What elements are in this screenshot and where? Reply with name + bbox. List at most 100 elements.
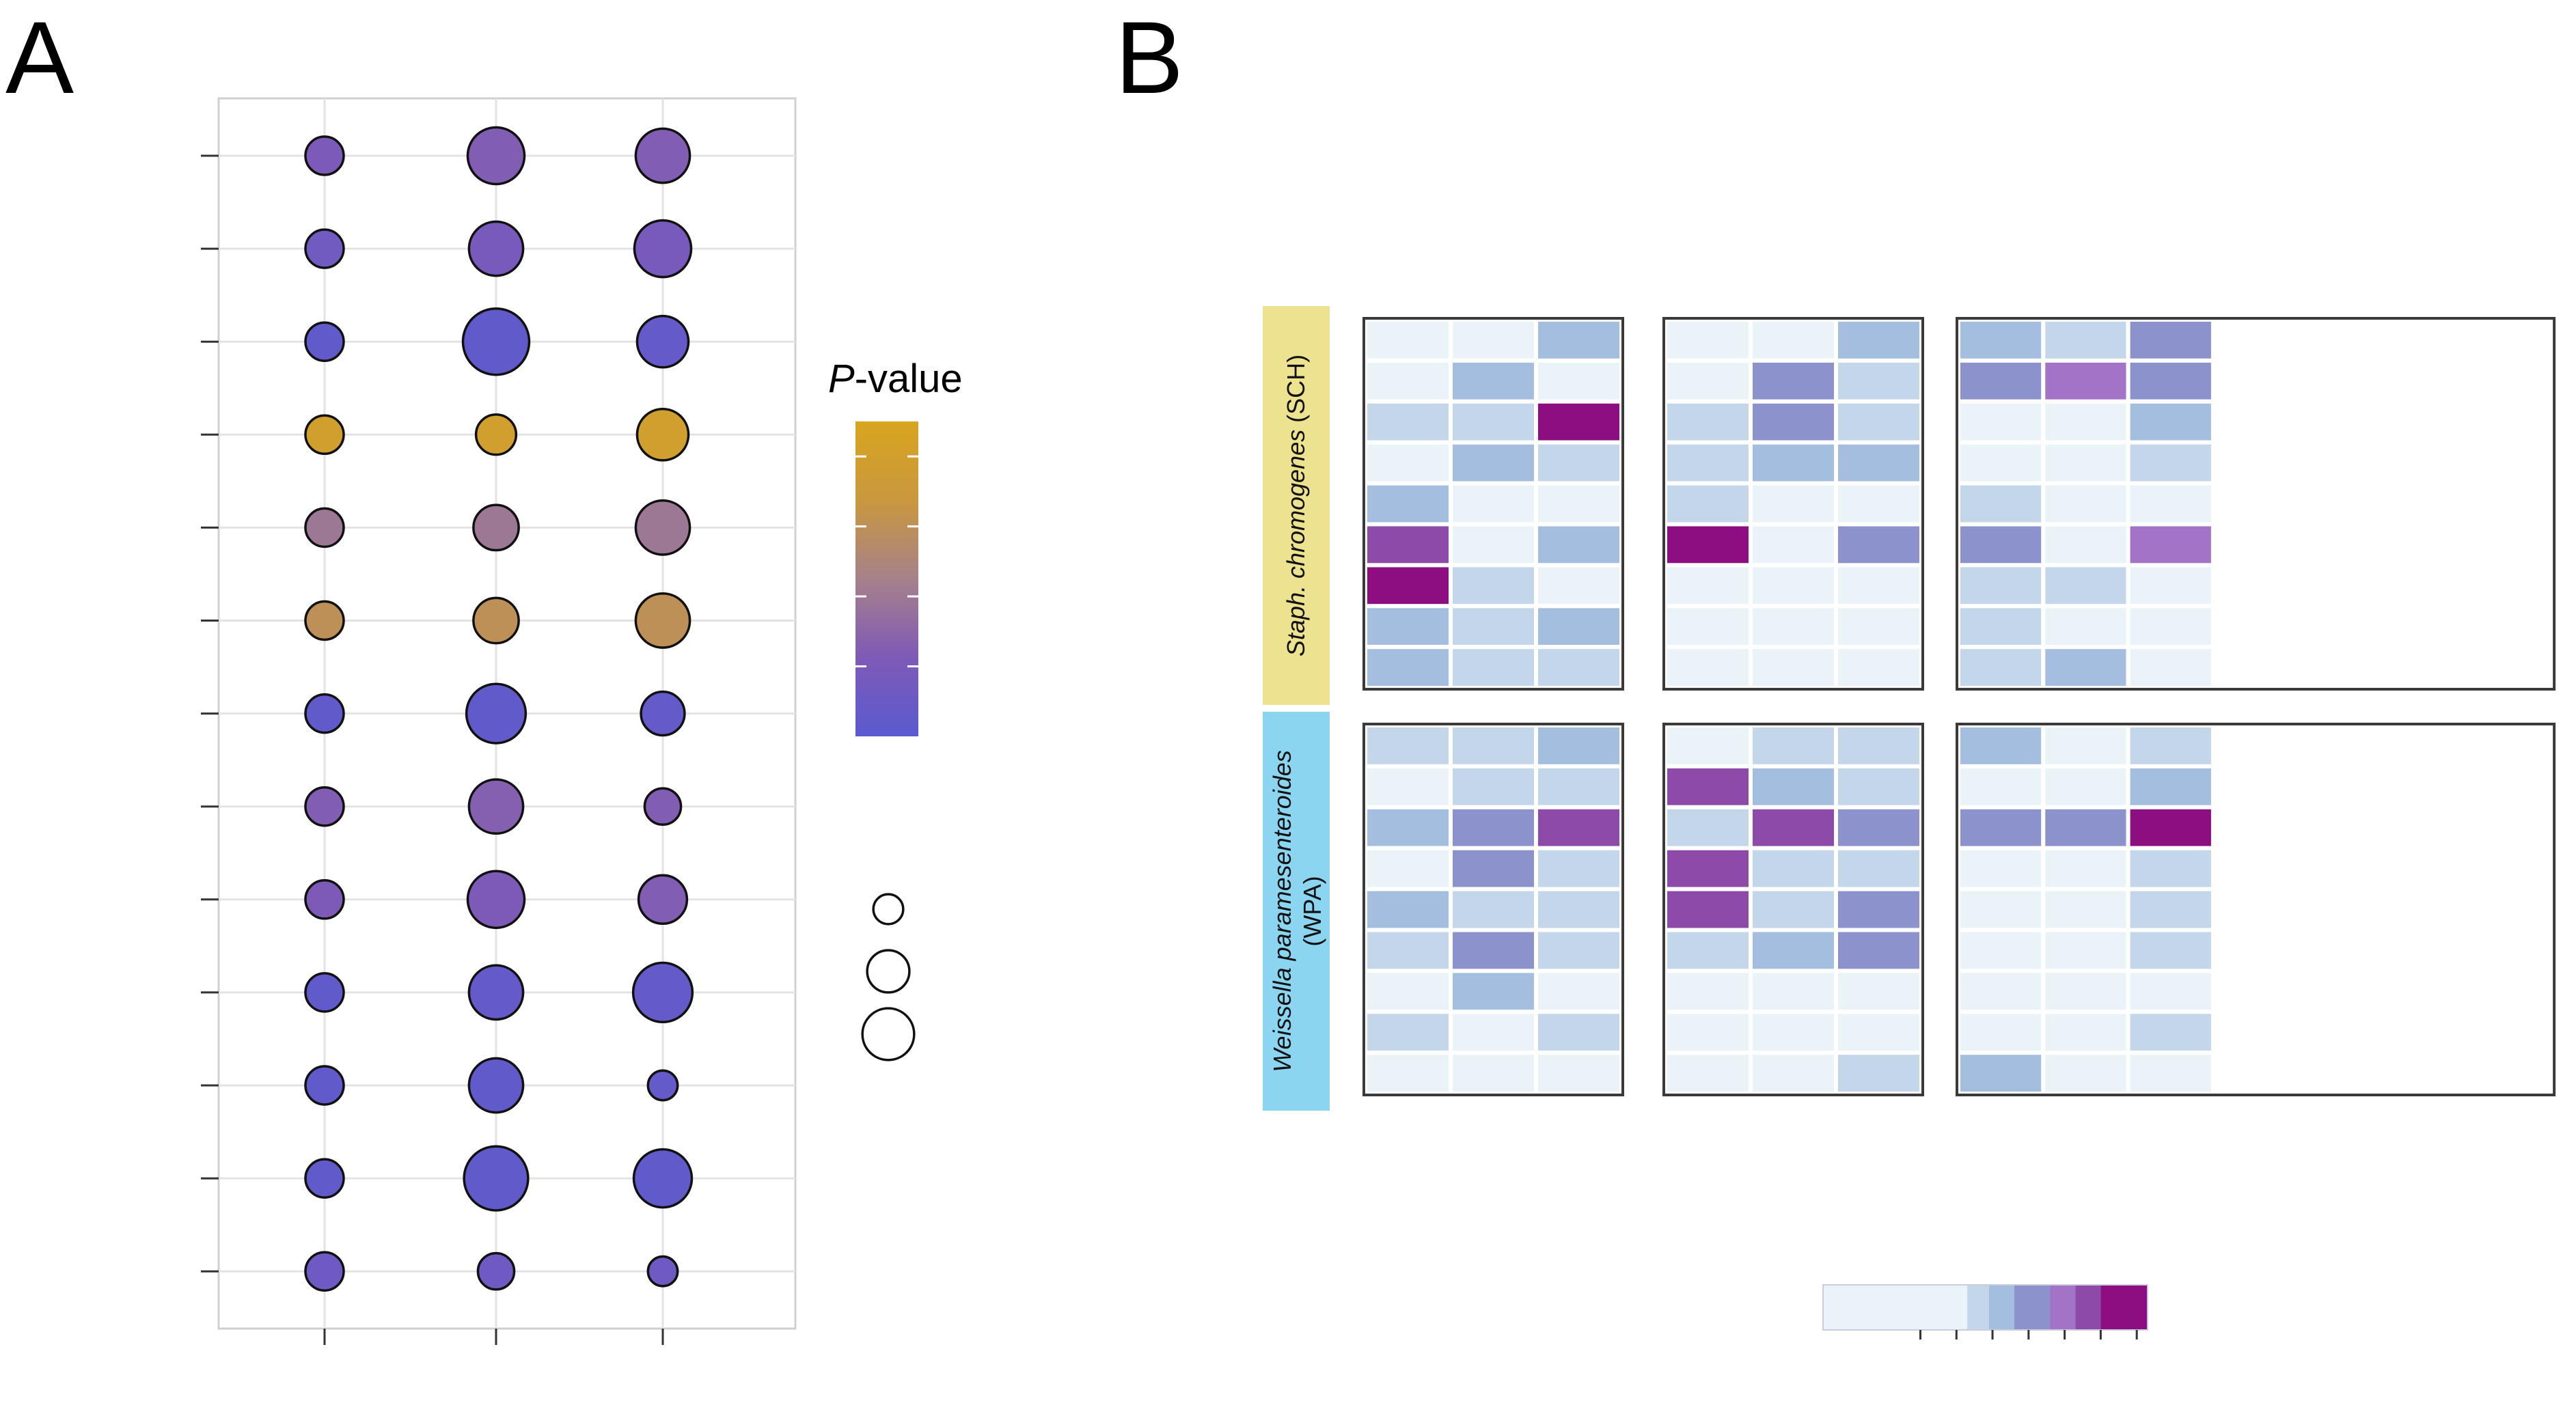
heatmap-cell	[1449, 399, 1538, 445]
heatmap-legend-bin	[1823, 1285, 1968, 1330]
bubble-tlr1-ctrl	[304, 321, 345, 362]
heatmap-cell	[2041, 764, 2130, 809]
bubble-chart-panel	[201, 97, 797, 1345]
heatmap-cell	[1449, 522, 1538, 568]
row-block-label: Staph. chromogenes (SCH)	[1282, 355, 1310, 656]
heatmap-cell	[1956, 1051, 2046, 1096]
bubble-casp9-wpa	[643, 787, 683, 827]
heatmap-cell	[1449, 1010, 1538, 1055]
heatmap-cell	[1363, 969, 1453, 1014]
heatmap-cell	[2126, 969, 2215, 1014]
heatmap-cell	[1834, 969, 1923, 1014]
heatmap-cell	[1749, 846, 1838, 891]
heatmap-cell	[1534, 604, 1623, 650]
heatmap-cell	[1363, 440, 1453, 486]
heatmap-cell	[1956, 358, 2046, 404]
heatmap-cell	[1834, 645, 1923, 691]
heatmap-cell	[1749, 318, 1838, 363]
heatmap-cell	[1749, 805, 1838, 850]
heatmap-legend-bin	[1967, 1285, 1989, 1330]
heatmap-cell	[2041, 887, 2130, 932]
group-frame	[1956, 317, 2556, 691]
group-frame	[1662, 317, 1924, 691]
heatmap-cell	[2126, 1051, 2215, 1096]
heatmap-cell	[1363, 805, 1453, 850]
bubble-casp9-sch	[467, 778, 525, 835]
bubble-tlr6-wpa	[634, 127, 691, 184]
bubble-tlr2-wpa	[633, 219, 693, 279]
heatmap-cell	[1956, 481, 2046, 527]
heatmap-cell	[2126, 399, 2215, 445]
heatmap-cell	[1363, 358, 1453, 404]
heatmap-cell	[1449, 887, 1538, 932]
heatmap-cell	[1449, 358, 1538, 404]
heatmap-cell	[1534, 399, 1623, 445]
heatmap-cell	[1749, 969, 1838, 1014]
heatmap-cell	[1749, 399, 1838, 445]
heatmap-cell	[1534, 723, 1623, 768]
bubble-casp3-ctrl	[304, 879, 345, 920]
heatmap-cell	[1449, 440, 1538, 486]
heatmap-cell	[2126, 604, 2215, 650]
color-legend-bar	[855, 421, 918, 736]
heatmap-cell	[1449, 318, 1538, 363]
heatmap-cell	[1956, 764, 2046, 809]
heatmap-cell	[1956, 928, 2046, 973]
heatmap-cell	[1663, 805, 1753, 850]
heatmap-cell	[2041, 1051, 2130, 1096]
heatmap-cell	[1449, 846, 1538, 891]
heatmap-cell	[1663, 1010, 1753, 1055]
heatmap-cell	[1834, 318, 1923, 363]
heatmap-cell	[1663, 969, 1753, 1014]
heatmap-cell	[1534, 1010, 1623, 1055]
heatmap-cell	[2041, 399, 2130, 445]
heatmap-cell	[1663, 723, 1753, 768]
heatmap-cell	[1363, 522, 1453, 568]
bubble-sod1-wpa	[635, 407, 690, 462]
heatmap-cell	[1663, 846, 1753, 891]
heatmap-cell	[1534, 318, 1623, 363]
bubble-bcl2l1-wpa	[631, 961, 694, 1024]
bubble-fas-sch	[463, 1145, 530, 1212]
heatmap-cell	[1956, 887, 2046, 932]
heatmap-cell	[1956, 604, 2046, 650]
row-block-label-bg	[1263, 306, 1330, 705]
row-block-label: Weissella paramesenteroides(WPA)	[1268, 750, 1326, 1072]
bubble-tlr1-wpa	[635, 314, 690, 369]
panel-a-label: A	[5, 0, 74, 115]
bubble-bcl2-ctrl	[304, 1065, 345, 1106]
heatmap-cell	[1449, 1051, 1538, 1096]
color-legend-title-italic: P	[828, 357, 855, 401]
group-frame	[1362, 317, 1624, 691]
bubble-chart-legends: P-value	[828, 357, 963, 1061]
heatmap-cell	[2041, 440, 2130, 486]
heatmap-cell	[1834, 764, 1923, 809]
heatmap-cell	[2041, 723, 2130, 768]
bubble-cyba-wpa	[634, 592, 691, 649]
heatmap-legend-bin	[1988, 1285, 2014, 1330]
heatmap-cell	[1449, 969, 1538, 1014]
panel-b-label: B	[1115, 0, 1183, 115]
heatmap-cell	[1749, 723, 1838, 768]
bubble-nox1-ctrl	[304, 507, 345, 549]
row-block-label-rest: (SCH)	[1282, 355, 1310, 430]
heatmap-cell	[1363, 723, 1453, 768]
heatmap-cell	[1956, 318, 2046, 363]
bubble-casp9-ctrl	[304, 786, 345, 827]
heatmap-cell	[1834, 481, 1923, 527]
bubble-tlr2-sch	[467, 220, 525, 277]
bubble-bcl2-wpa	[646, 1069, 679, 1102]
heatmap-cell	[2041, 805, 2130, 850]
bubble-nox1-sch	[472, 503, 520, 552]
heatmap-legend-bin	[2050, 1285, 2076, 1330]
bubble-cyba-ctrl	[304, 600, 345, 641]
heatmap-panel: Staph. chromogenes (SCH) Weissella parame…	[1263, 306, 2556, 1111]
size-legend-circle	[872, 893, 905, 926]
heatmap-legend	[1822, 1284, 2148, 1339]
heatmap-cell	[2126, 358, 2215, 404]
heatmap-cell	[1449, 764, 1538, 809]
size-legend-circle	[861, 1007, 916, 1061]
heatmap-cell	[2126, 318, 2215, 363]
bubble-sod1-ctrl	[304, 414, 345, 456]
heatmap-cell	[1663, 358, 1753, 404]
